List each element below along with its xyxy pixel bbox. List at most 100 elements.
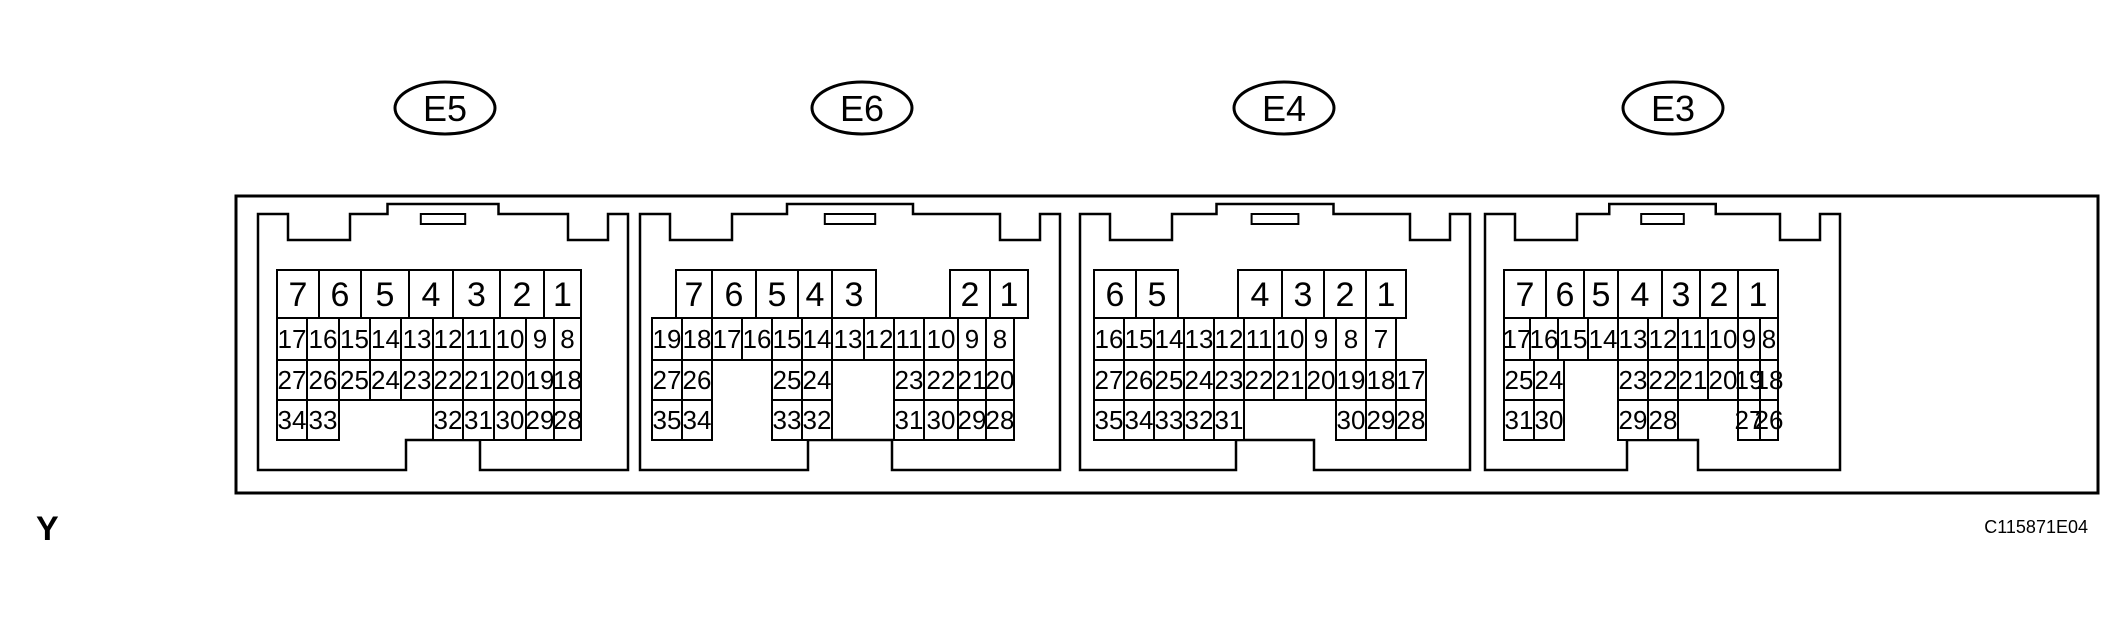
pin-cell: 21	[1273, 359, 1307, 401]
pin-cell: 4	[797, 269, 833, 319]
pin-cell: 24	[1183, 359, 1215, 401]
pin-cell: 32	[432, 399, 464, 441]
pin-number: 22	[1245, 365, 1274, 395]
pin-box	[1281, 269, 1325, 319]
pin-box	[1707, 317, 1739, 361]
pin-number: 8	[993, 324, 1007, 354]
pin-cell: 6	[1545, 269, 1585, 319]
pin-box	[1365, 359, 1397, 401]
connector-shell	[1078, 202, 1472, 472]
pin-cell: 26	[1123, 359, 1155, 401]
pin-box	[771, 399, 803, 441]
pin-number: 15	[1559, 324, 1588, 354]
pin-number: 13	[403, 324, 432, 354]
pin-cell: 33	[771, 399, 803, 441]
pin-number: 6	[331, 276, 350, 314]
pin-cell: 9	[1305, 317, 1337, 361]
pin-number: 11	[1680, 324, 1707, 354]
pin-cell: 20	[985, 359, 1015, 401]
connector-shell	[1483, 202, 1842, 472]
pin-box	[525, 317, 555, 361]
pin-cell: 12	[432, 317, 464, 361]
pin-cell: 21	[462, 359, 495, 401]
pin-number: 23	[1215, 365, 1244, 395]
pin-cell: 27	[276, 359, 308, 401]
pin-number: 19	[526, 365, 555, 395]
pin-number: 16	[309, 324, 338, 354]
pin-cell: 15	[771, 317, 803, 361]
pin-number: 7	[289, 276, 308, 314]
pin-box	[711, 269, 757, 319]
pin-number: 7	[685, 276, 704, 314]
pin-cell: 28	[1647, 399, 1679, 441]
pin-cell: 20	[1707, 359, 1739, 401]
pin-number: 23	[403, 365, 432, 395]
pin-number: 17	[713, 324, 742, 354]
pin-cell: 22	[1243, 359, 1275, 401]
pin-number: 15	[340, 324, 369, 354]
pin-cell: 21	[1677, 359, 1709, 401]
pin-number: 31	[464, 405, 493, 435]
pin-cell: 3	[1661, 269, 1701, 319]
pin-number: 31	[895, 405, 924, 435]
pin-number: 11	[896, 324, 923, 354]
pin-box	[801, 317, 833, 361]
pin-number: 29	[1367, 405, 1396, 435]
pin-cell: 14	[801, 317, 833, 361]
pin-number: 13	[1185, 324, 1214, 354]
pin-number: 9	[533, 324, 547, 354]
pin-cell: 27	[1093, 359, 1125, 401]
pin-number: 12	[434, 324, 463, 354]
pin-number: 27	[1735, 405, 1764, 435]
pin-number: 23	[895, 365, 924, 395]
pin-cell: 18	[553, 359, 582, 401]
pin-number: 18	[683, 324, 712, 354]
pin-cell: 29	[525, 399, 555, 441]
pin-number: 15	[1125, 324, 1154, 354]
ecu-housing	[234, 194, 2100, 495]
pin-cell: 24	[1533, 359, 1565, 401]
pin-box	[400, 359, 434, 401]
latch-tab	[1250, 213, 1300, 225]
pin-number: 6	[725, 276, 744, 314]
pin-cell: 25	[1503, 359, 1535, 401]
pin-box	[306, 317, 340, 361]
connector-label: E6	[840, 88, 884, 129]
connector-shell	[256, 202, 630, 472]
pin-cell: 6	[711, 269, 757, 319]
pin-cell: 23	[893, 359, 925, 401]
pin-number: 8	[560, 324, 574, 354]
pin-number: 23	[1619, 365, 1648, 395]
pin-number: 21	[1276, 365, 1305, 395]
pin-cell: 32	[801, 399, 833, 441]
pin-cell: 25	[771, 359, 803, 401]
pin-box	[1123, 317, 1155, 361]
pin-number: 3	[845, 276, 864, 314]
pin-cell: 12	[863, 317, 895, 361]
pin-cell: 24	[369, 359, 402, 401]
pin-cell: 10	[1707, 317, 1739, 361]
pin-cell: 12	[1647, 317, 1679, 361]
pin-box	[543, 269, 582, 319]
pin-cell: 25	[338, 359, 371, 401]
pin-box	[1213, 359, 1245, 401]
pin-cell: 2	[949, 269, 991, 319]
pin-number: 10	[496, 324, 525, 354]
connector-label: E5	[423, 88, 467, 129]
pin-cell: 32	[1183, 399, 1215, 441]
pin-number: 34	[683, 405, 712, 435]
pin-cell: 21	[957, 359, 987, 401]
pin-box	[1183, 399, 1215, 441]
pin-number: 5	[376, 276, 395, 314]
pin-cell: 14	[369, 317, 402, 361]
pin-cell: 13	[1617, 317, 1649, 361]
pin-box	[462, 317, 495, 361]
pin-number: 29	[526, 405, 555, 435]
pin-box	[1213, 399, 1245, 441]
pin-number: 25	[773, 365, 802, 395]
pin-box	[1093, 317, 1125, 361]
pin-box	[1093, 269, 1137, 319]
pin-number: 22	[927, 365, 956, 395]
pin-cell: 20	[1305, 359, 1337, 401]
